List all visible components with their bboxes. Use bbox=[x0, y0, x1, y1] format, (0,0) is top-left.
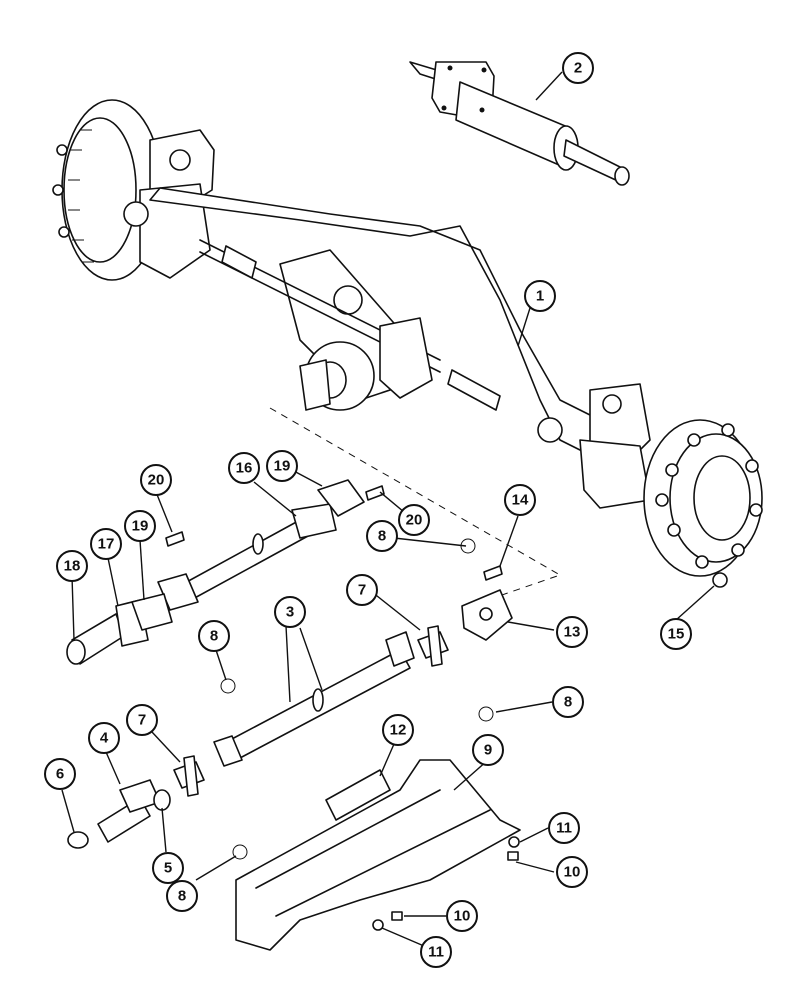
callout-19-left: 19 bbox=[124, 510, 156, 542]
yoke-flange-part bbox=[461, 589, 513, 641]
callout-number: 8 bbox=[210, 628, 218, 645]
callout-13: 13 bbox=[556, 616, 588, 648]
callout-number: 19 bbox=[274, 458, 291, 475]
callout-number: 15 bbox=[668, 626, 685, 643]
callout-number: 8 bbox=[378, 528, 386, 545]
callout-10-bottom: 10 bbox=[446, 900, 478, 932]
callout-12: 12 bbox=[382, 714, 414, 746]
callout-18: 18 bbox=[56, 550, 88, 582]
callout-number: 2 bbox=[574, 60, 582, 77]
callout-8-top: 8 bbox=[366, 520, 398, 552]
callout-20-right: 20 bbox=[398, 504, 430, 536]
callout-6: 6 bbox=[44, 758, 76, 790]
drive-shaft-part bbox=[157, 479, 365, 611]
callout-5: 5 bbox=[152, 852, 184, 884]
callout-number: 20 bbox=[148, 472, 165, 489]
callout-10-right: 10 bbox=[556, 856, 588, 888]
callout-number: 10 bbox=[564, 864, 581, 881]
callout-number: 3 bbox=[286, 604, 294, 621]
callout-badges: 1 2 3 4 5 6 7 7 8 8 8 8 9 10 10 11 11 12… bbox=[44, 52, 692, 968]
callout-19-top: 19 bbox=[266, 450, 298, 482]
callout-7-right: 7 bbox=[346, 574, 378, 606]
callout-1: 1 bbox=[524, 280, 556, 312]
callout-8-mid-right: 8 bbox=[552, 686, 584, 718]
callout-11-bottom: 11 bbox=[420, 936, 452, 968]
steering-cylinder-part bbox=[409, 61, 630, 186]
callout-8-mid-left: 8 bbox=[198, 620, 230, 652]
callout-number: 7 bbox=[138, 712, 146, 729]
front-drive-shaft-part bbox=[213, 631, 415, 767]
callout-17: 17 bbox=[90, 528, 122, 560]
callout-number: 19 bbox=[132, 518, 149, 535]
callout-number: 9 bbox=[484, 742, 492, 759]
callout-15: 15 bbox=[660, 618, 692, 650]
callout-7-left: 7 bbox=[126, 704, 158, 736]
guard-plate-part bbox=[235, 759, 521, 951]
callout-11-right: 11 bbox=[548, 812, 580, 844]
callout-number: 13 bbox=[564, 624, 581, 641]
coupling-parts bbox=[67, 779, 171, 849]
callout-number: 17 bbox=[98, 536, 115, 553]
callout-leaders bbox=[61, 71, 715, 947]
callout-8-bottom: 8 bbox=[166, 880, 198, 912]
callout-16: 16 bbox=[228, 452, 260, 484]
callout-number: 16 bbox=[236, 460, 253, 477]
callout-number: 11 bbox=[556, 820, 572, 837]
callout-4: 4 bbox=[88, 722, 120, 754]
fastener-parts bbox=[372, 572, 728, 931]
callout-2: 2 bbox=[562, 52, 594, 84]
callout-14: 14 bbox=[504, 484, 536, 516]
callout-number: 11 bbox=[428, 944, 444, 961]
callout-number: 10 bbox=[454, 908, 471, 925]
callout-number: 18 bbox=[64, 558, 81, 575]
callout-3: 3 bbox=[274, 596, 306, 628]
callout-number: 20 bbox=[406, 512, 423, 529]
axle-housing-part bbox=[52, 99, 763, 607]
callout-20-left: 20 bbox=[140, 464, 172, 496]
callout-number: 5 bbox=[164, 860, 172, 877]
universal-joint-parts bbox=[173, 625, 449, 797]
callout-number: 4 bbox=[100, 730, 109, 747]
callout-number: 1 bbox=[536, 288, 544, 305]
callout-number: 8 bbox=[564, 694, 572, 711]
callout-number: 12 bbox=[390, 722, 407, 739]
callout-number: 7 bbox=[358, 582, 366, 599]
callout-number: 8 bbox=[178, 888, 186, 905]
callout-number: 14 bbox=[512, 492, 529, 509]
bolt-parts bbox=[165, 485, 503, 581]
callout-9: 9 bbox=[472, 734, 504, 766]
callout-number: 6 bbox=[56, 766, 64, 783]
stub-shaft-part bbox=[66, 593, 173, 665]
